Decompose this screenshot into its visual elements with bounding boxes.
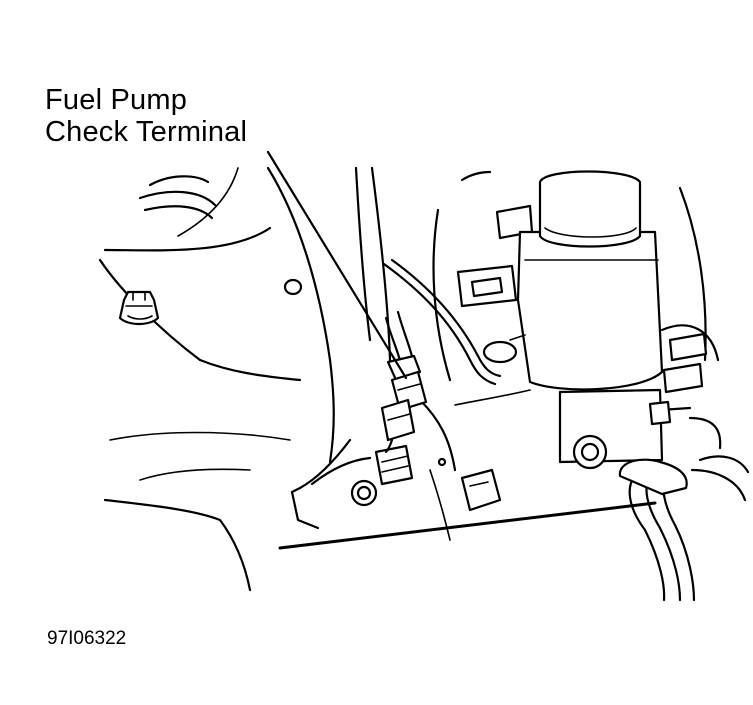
brake-line	[382, 258, 531, 406]
master-cylinder-reservoir	[456, 170, 664, 391]
figure-id: 97I06322	[47, 628, 127, 649]
bump-stop	[118, 290, 160, 326]
callout-leader-line	[266, 150, 408, 380]
strut-tower	[98, 166, 335, 592]
inner-fender	[290, 166, 392, 530]
wiring-harness	[374, 310, 428, 486]
lower-brake-lines	[618, 455, 750, 602]
master-cylinder-body	[558, 324, 722, 470]
callout-label-line2: Check Terminal	[45, 116, 248, 148]
firewall	[278, 398, 657, 550]
callout-label: Fuel Pump Check Terminal	[45, 84, 247, 148]
callout-label-line1: Fuel Pump	[45, 84, 188, 116]
